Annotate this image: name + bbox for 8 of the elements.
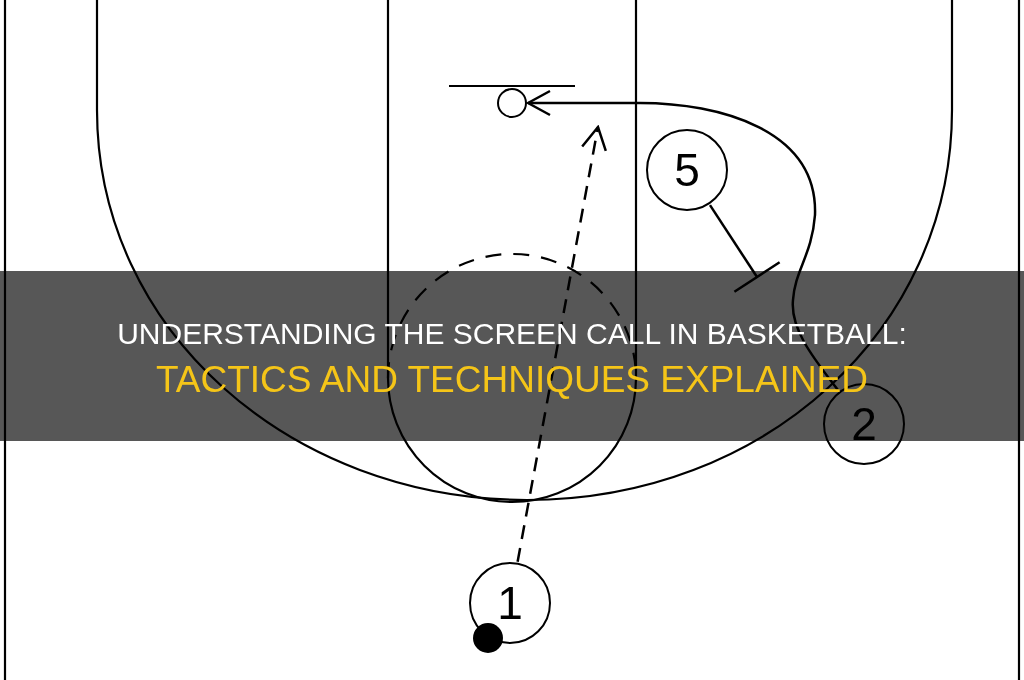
basket-rim <box>497 88 527 118</box>
player-number: 2 <box>851 401 877 447</box>
dashed-arrow <box>516 125 608 562</box>
player-number: 1 <box>497 580 523 626</box>
title: UNDERSTANDING THE SCREEN CALL IN BASKETBALL: <box>117 318 907 349</box>
screen-line <box>708 204 781 293</box>
player-number: 5 <box>674 147 700 193</box>
arrow <box>526 89 840 392</box>
